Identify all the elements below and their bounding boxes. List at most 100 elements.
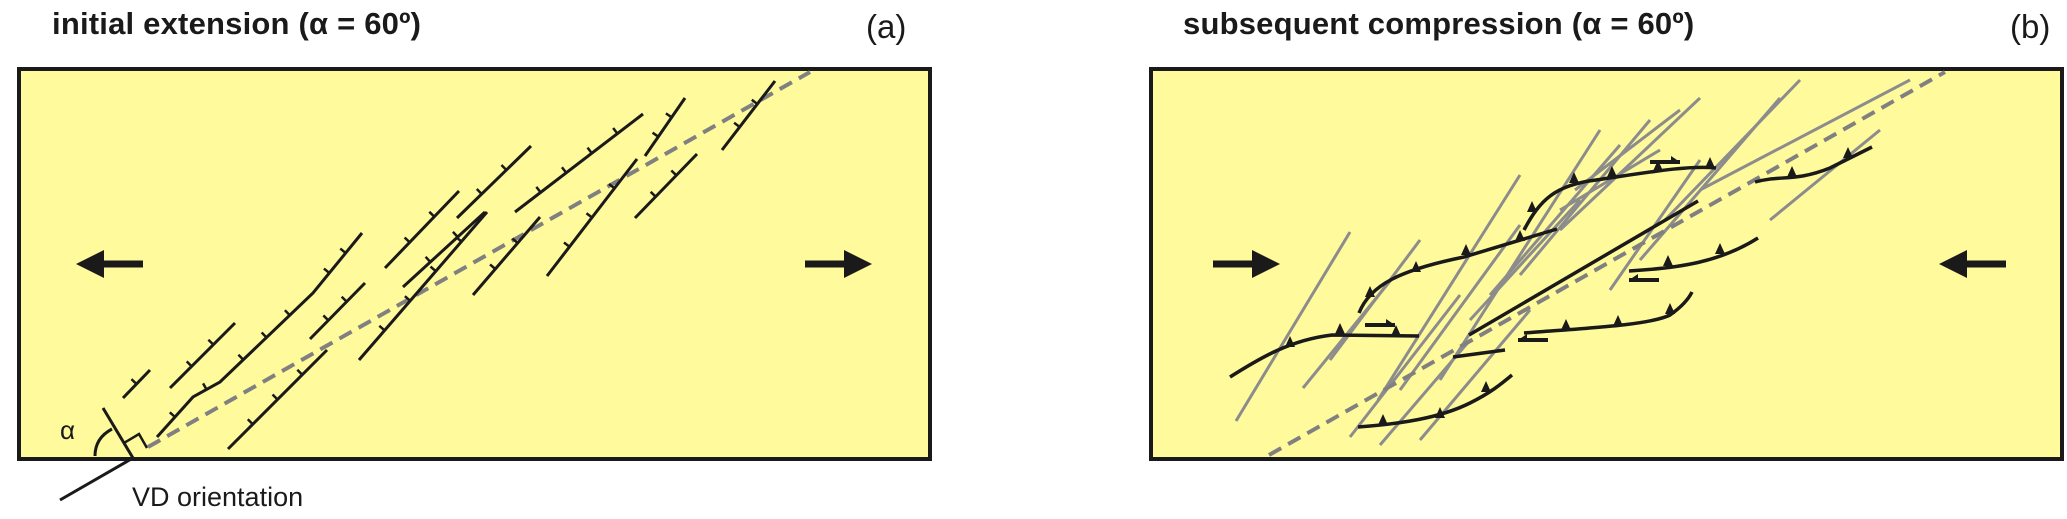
fault-tick: [185, 360, 193, 368]
normal-fault: [383, 189, 461, 270]
thrust-faults: [1229, 145, 1873, 429]
fault-tick: [322, 314, 330, 322]
normal-fault: [514, 112, 644, 214]
normal-fault: [357, 211, 489, 361]
fault-tick: [535, 186, 542, 194]
panel-b: [1149, 67, 2064, 461]
fault-tick: [237, 353, 245, 361]
vd-dashed-line: [147, 70, 811, 449]
thrust-fault: [1628, 236, 1759, 273]
thrust-tooth: [1705, 157, 1715, 168]
normal-fault: [168, 321, 237, 390]
old-normal-fault: [1418, 309, 1532, 441]
old-normal-fault: [1468, 198, 1582, 322]
fault-tick: [404, 295, 412, 302]
fault-tick: [284, 309, 291, 317]
thrust-fault: [1468, 199, 1699, 337]
thrust-tooth: [1285, 336, 1295, 347]
fault-tick: [296, 368, 304, 376]
panel-a: [17, 67, 932, 502]
old-normal-fault: [1348, 294, 1462, 438]
fault-tick: [168, 411, 176, 418]
normal-fault: [455, 144, 533, 220]
alpha-angle-arc: [93, 427, 113, 457]
panel-b-label: (b): [2010, 8, 2051, 45]
thrust-fault: [1452, 348, 1506, 359]
vd-orientation-line: [59, 456, 134, 502]
fault-tick: [560, 166, 568, 174]
normal-fault: [643, 97, 687, 157]
fault-tick: [202, 382, 208, 391]
vd-orientation-label: VD orientation: [132, 482, 304, 512]
fault-tick: [585, 212, 593, 219]
fault-tick: [246, 418, 254, 426]
normal-fault: [308, 281, 367, 341]
fault-tick: [340, 295, 348, 303]
fault-tick: [428, 210, 436, 218]
fault-tick: [452, 230, 459, 238]
thrust-fault: [1229, 333, 1420, 379]
thrust-fault: [1357, 373, 1514, 429]
old-normal-fault: [1518, 119, 1652, 276]
thrust-tooth: [1481, 381, 1491, 392]
right-angle-mark: [123, 432, 149, 449]
thrust-tooth: [1663, 255, 1673, 266]
fault-tick: [378, 324, 386, 332]
thrust-tooth: [1378, 414, 1388, 425]
slip-arrowhead: [1386, 319, 1395, 325]
old-normal-fault: [1574, 108, 1681, 192]
old-normal-fault: [1559, 148, 1661, 212]
thrust-tooth: [1515, 230, 1525, 241]
old-normal-fault: [1328, 239, 1422, 361]
thrust-tooth: [1411, 261, 1421, 272]
fault-tick: [751, 98, 759, 105]
old-normal-fault: [1234, 231, 1352, 422]
old-normal-fault: [1699, 78, 1911, 192]
fault-tick: [670, 169, 678, 177]
panel-b-title: subsequent compression (α = 60º): [1183, 6, 1695, 41]
thrust-tooth: [1365, 286, 1375, 297]
fault-tick: [475, 188, 483, 195]
normal-fault: [471, 216, 542, 296]
old-normal-fault: [1558, 96, 1702, 232]
fault-tick: [612, 127, 619, 135]
thrust-tooth: [1435, 407, 1445, 418]
fault-tick: [207, 338, 215, 346]
fault-tick: [271, 393, 279, 401]
vd-dashed-line-b: [1268, 70, 1946, 457]
fault-tick: [733, 121, 741, 128]
fault-tick: [339, 247, 347, 254]
fault-tick: [489, 263, 497, 270]
thrust-tooth: [1843, 147, 1853, 158]
fault-tick: [608, 182, 616, 190]
fault-tick: [429, 265, 437, 273]
thrust-tooth: [1335, 323, 1345, 334]
normal-fault: [633, 152, 699, 220]
fault-tick: [665, 112, 673, 119]
fault-tick: [323, 267, 331, 274]
fault-tick: [649, 190, 657, 198]
fault-tick: [651, 131, 660, 138]
alpha-symbol: α: [60, 415, 76, 445]
panel-a-label: (a): [866, 8, 907, 45]
fault-tick: [511, 237, 519, 244]
slip-arrowhead: [1518, 334, 1527, 340]
old-normal-fault: [1376, 174, 1522, 401]
fault-tick: [403, 236, 411, 244]
fault-tick: [130, 378, 138, 385]
normal-faults: [121, 80, 777, 451]
vd-perpendicular-line: [101, 407, 135, 459]
thrust-tooth: [1715, 243, 1725, 254]
old-normal-fault: [1488, 144, 1622, 296]
thrust-fault: [1754, 145, 1873, 184]
old-normal-fault: [1438, 129, 1602, 381]
thrust-tooth: [1527, 201, 1537, 212]
old-normal-fault: [1769, 128, 1881, 222]
thrust-tooth: [1787, 166, 1797, 177]
thrust-fault: [1522, 165, 1717, 231]
thrust-tooth: [1561, 319, 1571, 330]
thrust-tooth: [1461, 244, 1471, 255]
thrust-tooth: [1607, 166, 1617, 177]
fault-tick: [563, 241, 571, 248]
